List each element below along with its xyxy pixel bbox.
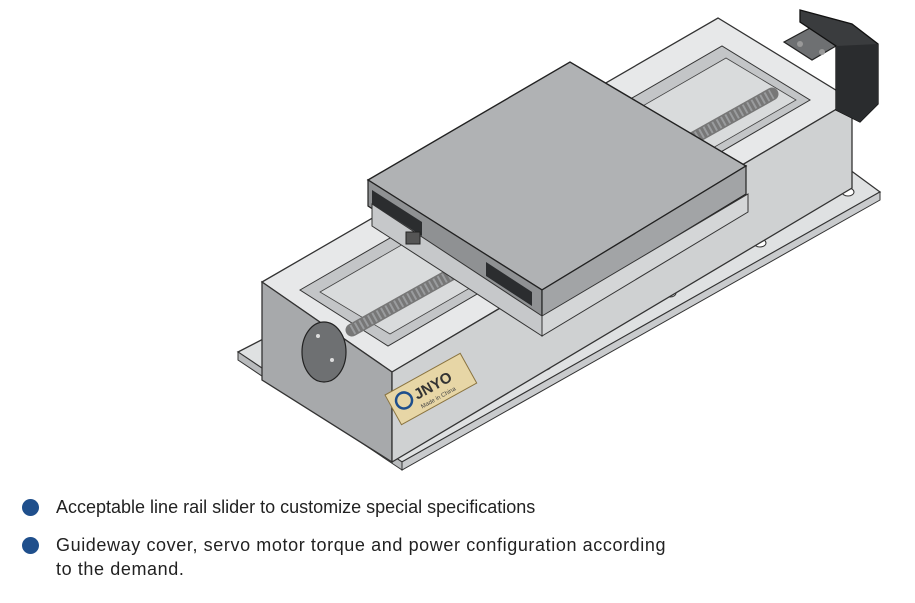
base-plate-right-edge [401, 191, 881, 471]
end-bearing-cap [301, 321, 347, 383]
brand-logo-icon [394, 391, 414, 410]
feature-item: Guideway cover, servo motor torque and p… [22, 533, 902, 581]
feature-text: Guideway cover, servo motor torque and p… [56, 535, 667, 579]
feature-list: Acceptable line rail slider to customize… [22, 495, 902, 595]
bullet-icon [22, 499, 39, 516]
limit-sensor [405, 231, 421, 245]
carriage-side [541, 164, 747, 320]
linear-stage-illustration: JNYO Made in China [236, 9, 882, 471]
slider-block [372, 190, 422, 236]
feature-text: Acceptable line rail slider to customize… [56, 497, 536, 517]
feature-item: Acceptable line rail slider to customize… [22, 495, 902, 519]
slider-block [486, 262, 532, 306]
bullet-icon [22, 537, 39, 554]
